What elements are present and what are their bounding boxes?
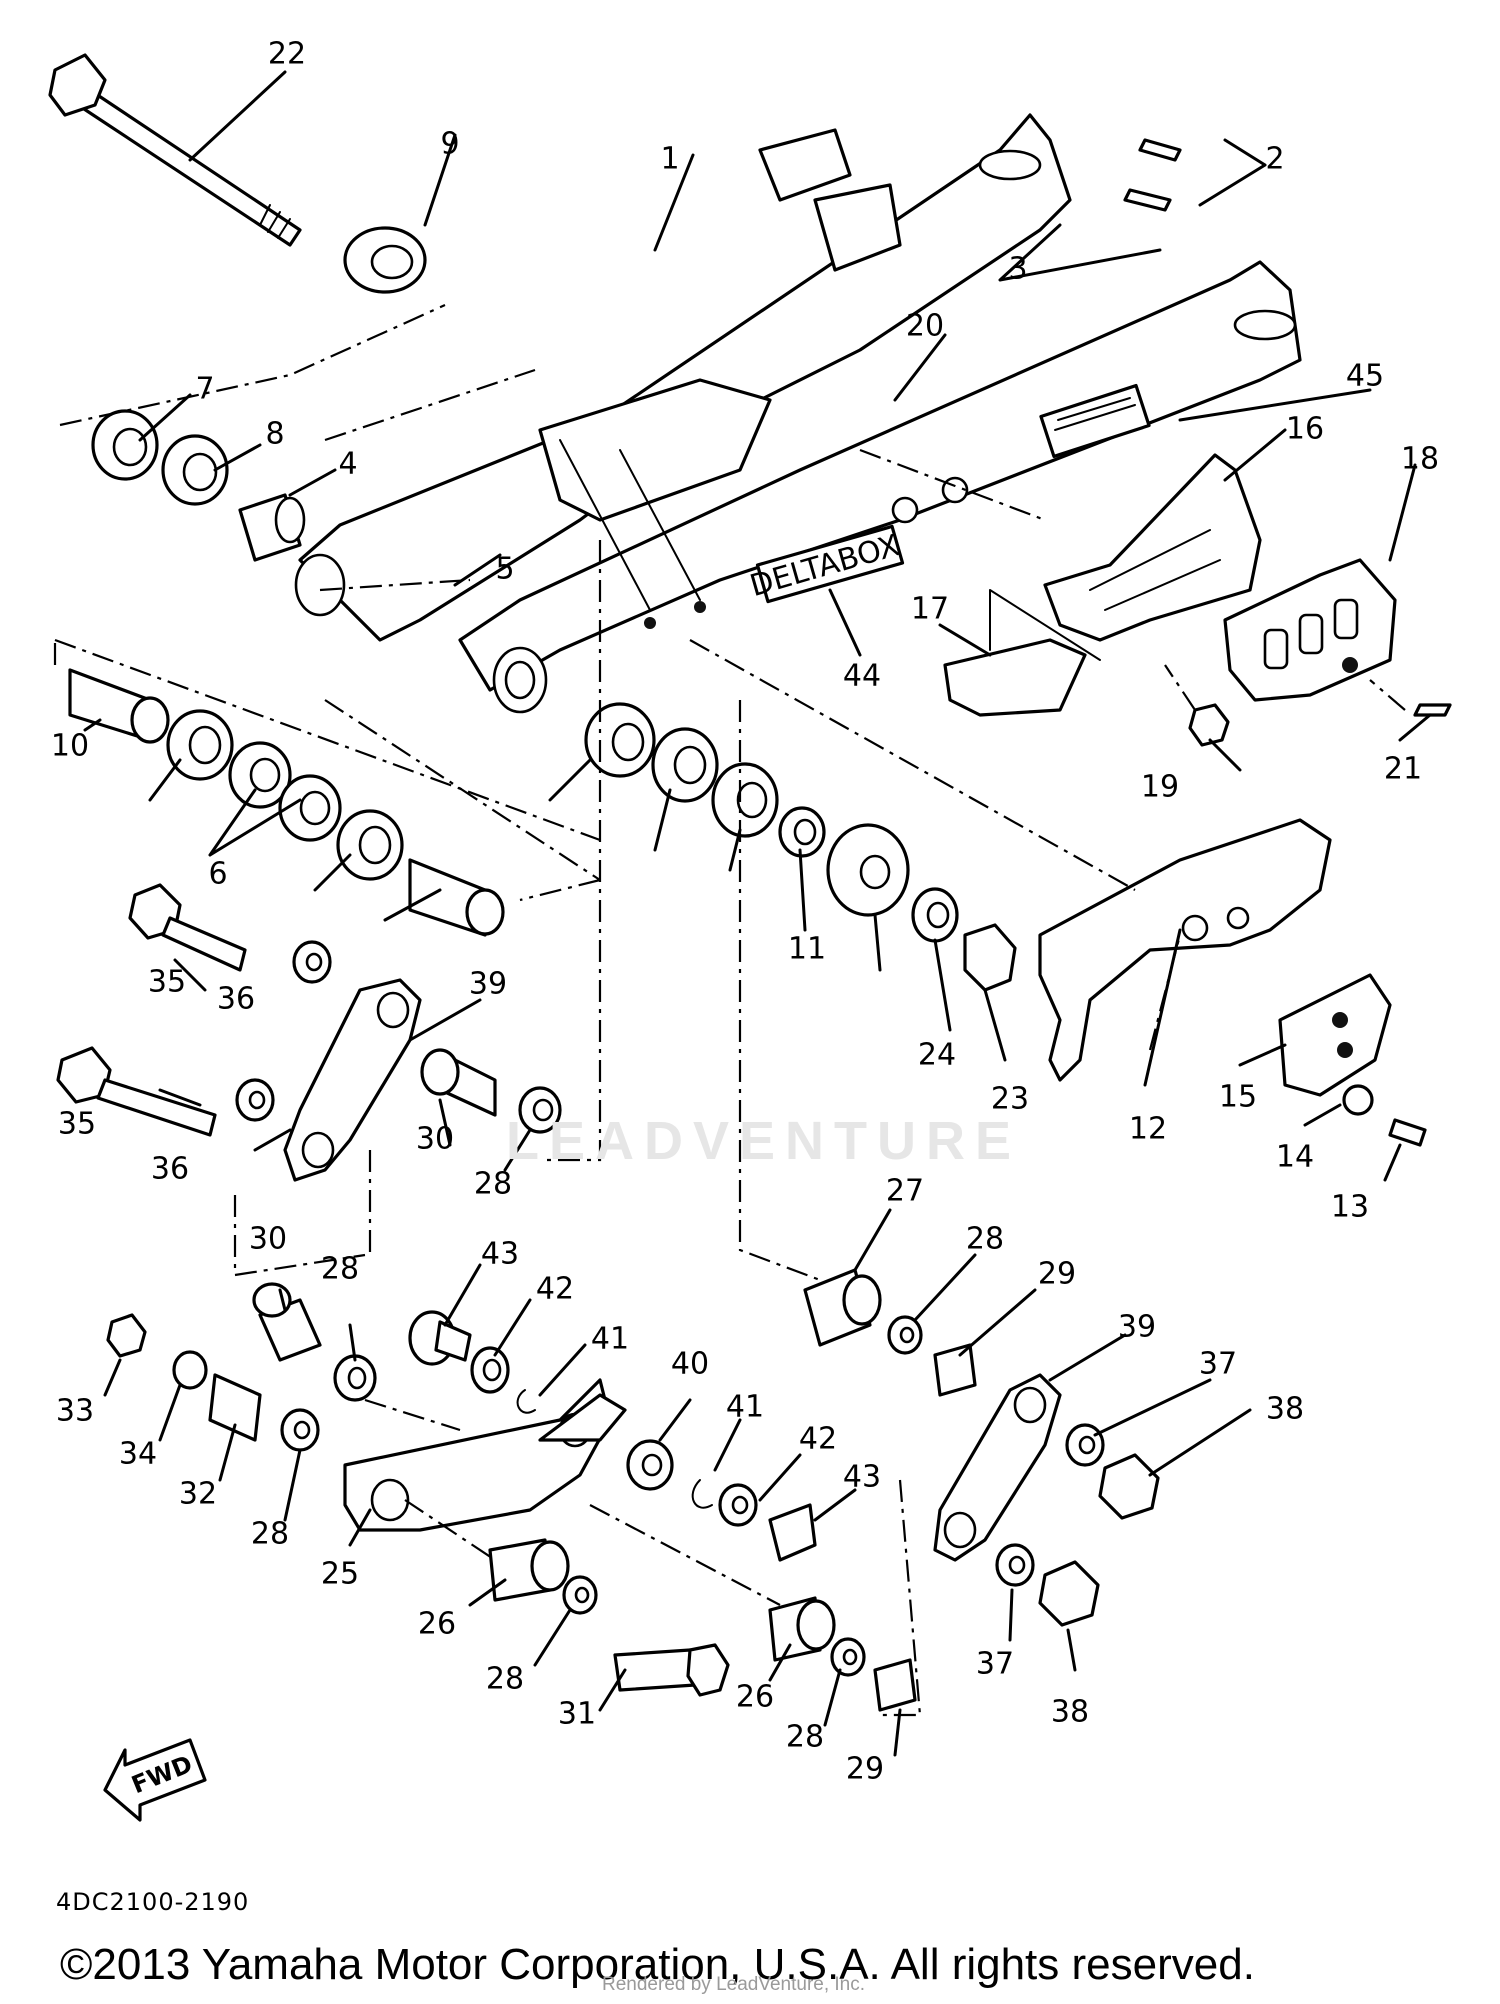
part-number-23: 23 xyxy=(991,1082,1029,1117)
part-number-4: 4 xyxy=(338,447,357,482)
collar-30[interactable] xyxy=(420,1048,562,1134)
part-number-42b: 42 xyxy=(799,1422,837,1457)
chain-guard-part[interactable] xyxy=(1223,558,1397,702)
part-number-15: 15 xyxy=(1219,1080,1257,1115)
chain-slider-part[interactable] xyxy=(943,589,1101,717)
bolt-2-part[interactable] xyxy=(1123,138,1182,212)
part-number-27: 27 xyxy=(886,1174,924,1209)
part-number-26a: 26 xyxy=(418,1607,456,1642)
guide-plate-part[interactable] xyxy=(1278,973,1392,1097)
lower-left-bushings[interactable] xyxy=(68,668,505,937)
part-number-28a: 28 xyxy=(474,1167,512,1202)
part-number-36b: 36 xyxy=(151,1152,189,1187)
washers-36[interactable] xyxy=(235,940,332,1122)
bushing-27-29[interactable] xyxy=(803,1268,977,1397)
part-number-30a: 30 xyxy=(416,1122,454,1157)
part-number-1: 1 xyxy=(660,142,679,177)
connecting-rod-right[interactable] xyxy=(933,1373,1062,1562)
part-number-36a: 36 xyxy=(217,982,255,1017)
part-number-35a: 35 xyxy=(148,965,186,1000)
part-number-34: 34 xyxy=(119,1437,157,1472)
watermark: LEADVENTURE xyxy=(506,1111,1022,1171)
part-number-38a: 38 xyxy=(1266,1392,1304,1427)
part-number-29b: 29 xyxy=(846,1752,884,1787)
lower-collars[interactable] xyxy=(106,1282,377,1452)
screws-19-21[interactable] xyxy=(1188,703,1452,747)
part-number-24: 24 xyxy=(918,1038,956,1073)
shock-collars-43[interactable] xyxy=(408,1310,536,1414)
part-number-43a: 43 xyxy=(481,1237,519,1272)
part-number-28c: 28 xyxy=(966,1222,1004,1257)
part-number-28e: 28 xyxy=(486,1662,524,1697)
part-number-9: 9 xyxy=(440,127,459,162)
seal-part[interactable] xyxy=(343,226,427,294)
forward-direction-arrow: FWD xyxy=(103,1738,207,1822)
part-number-43b: 43 xyxy=(843,1460,881,1495)
part-number-5: 5 xyxy=(495,552,514,587)
part-number-6: 6 xyxy=(208,857,227,892)
part-number-11: 11 xyxy=(788,932,826,967)
copyright-notice: ©2013 Yamaha Motor Corporation, U.S.A. A… xyxy=(60,1940,1255,1989)
center-bearing-set[interactable] xyxy=(584,702,1017,992)
part-number-42a: 42 xyxy=(536,1272,574,1307)
bolt-13-14[interactable] xyxy=(1342,1084,1427,1147)
part-number-22: 22 xyxy=(268,37,306,72)
chain-guide-part[interactable] xyxy=(1043,453,1262,642)
part-number-26b: 26 xyxy=(736,1680,774,1715)
chain-support-part[interactable] xyxy=(1038,818,1332,1082)
part-number-40: 40 xyxy=(671,1347,709,1382)
part-number-37a: 37 xyxy=(1199,1347,1237,1382)
part-number-17: 17 xyxy=(911,592,949,627)
part-number-labels: 1 2 3 4 5 6 7 8 9 10 11 12 13 14 15 16 1… xyxy=(51,37,1439,1787)
part-number-10: 10 xyxy=(51,729,89,764)
rendered-by-credit: Rendered by LeadVenture, Inc. xyxy=(602,1974,866,1995)
part-number-14: 14 xyxy=(1276,1140,1314,1175)
swingarm-part[interactable]: DELTABOX xyxy=(294,113,1302,714)
part-number-39a: 39 xyxy=(469,967,507,1002)
leader-lines xyxy=(53,70,1432,1757)
nuts-37-38[interactable] xyxy=(995,1423,1160,1627)
part-number-29a: 29 xyxy=(1038,1257,1076,1292)
part-number-2: 2 xyxy=(1265,142,1284,177)
part-number-28b: 28 xyxy=(321,1252,359,1287)
part-number-30b: 30 xyxy=(249,1222,287,1257)
part-number-18: 18 xyxy=(1401,442,1439,477)
part-number-28d: 28 xyxy=(251,1517,289,1552)
pivot-shaft-part[interactable] xyxy=(48,53,302,247)
part-number-28f: 28 xyxy=(786,1720,824,1755)
bolts-35[interactable] xyxy=(56,883,247,1137)
part-number-20: 20 xyxy=(906,309,944,344)
part-number-21: 21 xyxy=(1384,752,1422,787)
part-number-39b: 39 xyxy=(1118,1310,1156,1345)
part-number-13: 13 xyxy=(1331,1190,1369,1225)
part-number-41b: 41 xyxy=(726,1390,764,1425)
part-number-38b: 38 xyxy=(1051,1695,1089,1730)
part-number-35b: 35 xyxy=(58,1107,96,1142)
part-number-37b: 37 xyxy=(976,1647,1014,1682)
part-number-32: 32 xyxy=(179,1477,217,1512)
part-number-12: 12 xyxy=(1129,1112,1167,1147)
part-number-41a: 41 xyxy=(591,1322,629,1357)
part-number-44: 44 xyxy=(843,659,881,694)
center-hardware-40[interactable] xyxy=(626,1439,817,1562)
part-number-8: 8 xyxy=(265,417,284,452)
part-number-45: 45 xyxy=(1346,359,1384,394)
part-number-31: 31 xyxy=(558,1697,596,1732)
part-number-19: 19 xyxy=(1141,770,1179,805)
part-number-7: 7 xyxy=(195,372,214,407)
part-number-3: 3 xyxy=(1008,252,1027,287)
connecting-rod-left[interactable] xyxy=(283,978,422,1182)
left-bearing-stack[interactable] xyxy=(91,409,306,562)
spacers-26-28[interactable] xyxy=(488,1538,917,1712)
relay-arm-part[interactable] xyxy=(343,1378,627,1532)
part-number-33: 33 xyxy=(56,1394,94,1429)
part-number-25: 25 xyxy=(321,1557,359,1592)
diagram-code: 4DC2100-2190 xyxy=(56,1888,250,1916)
part-number-16: 16 xyxy=(1286,412,1324,447)
